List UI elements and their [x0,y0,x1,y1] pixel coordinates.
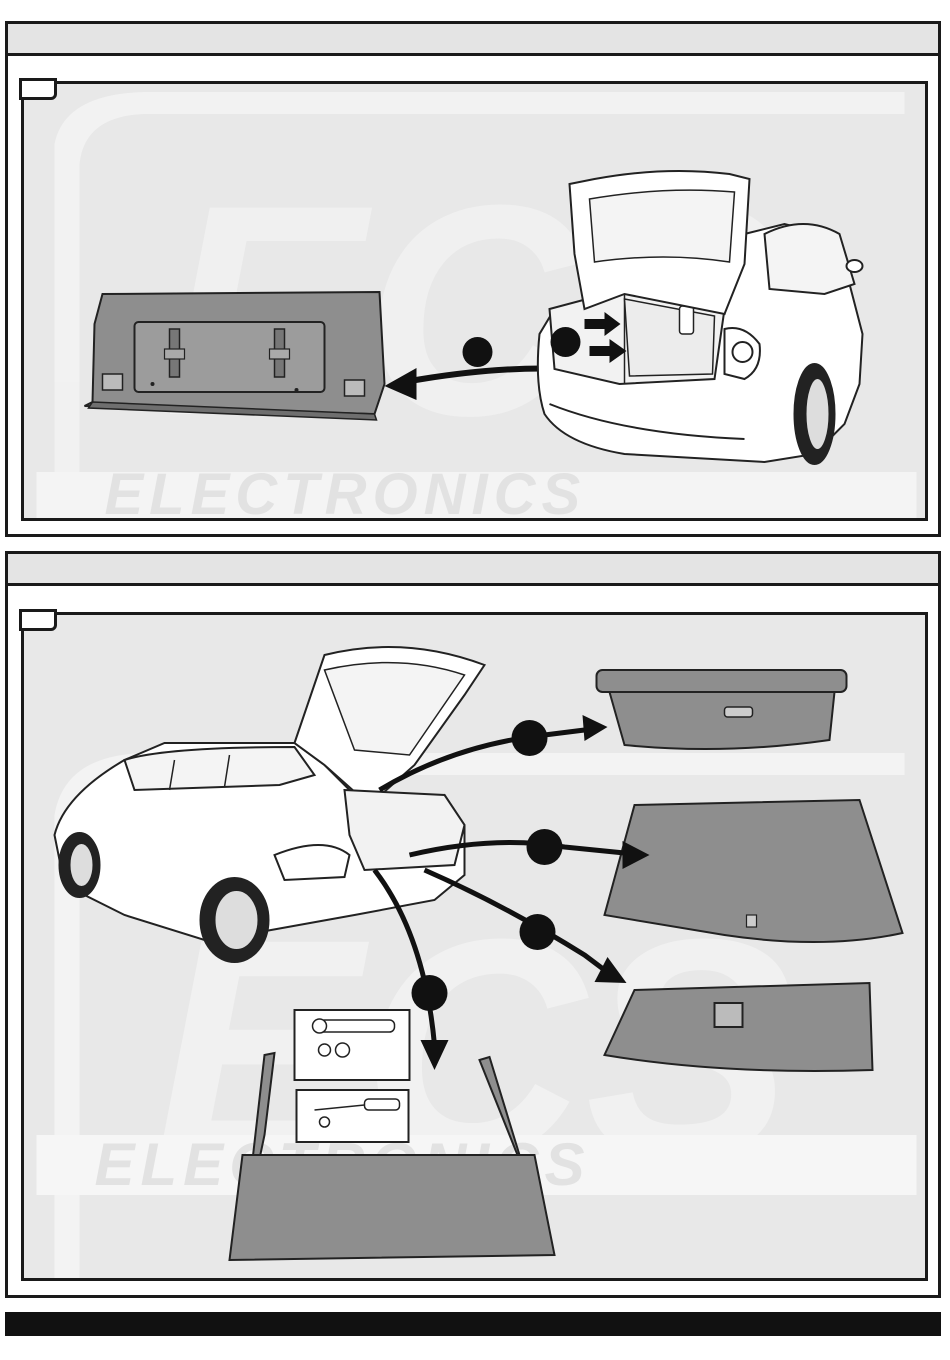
step-marker [520,914,556,950]
step-1-header [8,24,938,56]
step-2-illustration-panel: ECS ELECTRONICS [21,612,928,1281]
step-1-number-tab [19,78,57,100]
sedan-car [538,171,863,464]
step-marker [512,720,548,756]
boot-floor-board [605,983,873,1071]
step-1-illustration: ECS ELECTRONICS [24,84,925,518]
boot-floor-mat [605,800,903,942]
step-2-section: ECS ELECTRONICS [5,551,941,1298]
luggage-cover-roller [597,670,847,749]
step-1-illustration-panel: ECS ELECTRONICS [21,81,928,521]
step-2-number-tab [19,609,57,631]
step-marker [412,975,448,1011]
step-1-section: ECS ELECTRONICS [5,21,941,537]
step-2-header [8,554,938,586]
step-marker [527,829,563,865]
watermark-subtitle: ELECTRONICS [105,462,587,518]
step-2-illustration: ECS ELECTRONICS [24,615,925,1278]
trunk-end-trim-panel [85,292,385,420]
step-marker [463,337,493,367]
step-marker [551,327,581,357]
footer-bar [5,1312,941,1336]
tool-box-socket-wrench [295,1010,410,1080]
tool-box-screwdriver [297,1090,409,1142]
